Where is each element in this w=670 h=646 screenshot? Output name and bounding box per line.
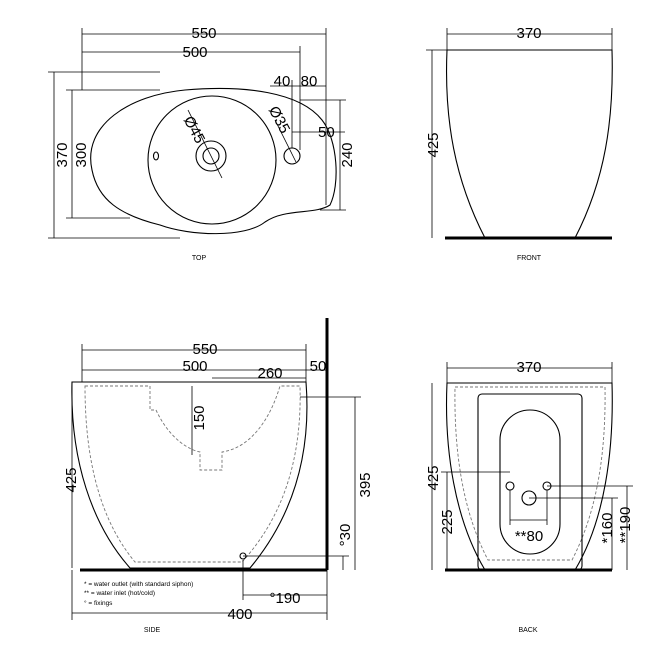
side-dim-150: 150 xyxy=(191,405,208,430)
side-view: 550 500 50 260 150 395 °30 °190 425 400 … xyxy=(63,318,374,634)
top-dim-40: 40 xyxy=(274,73,291,90)
side-dim-500: 500 xyxy=(182,358,207,375)
top-view: 550 500 40 80 50 370 300 240 Ø45 Ø35 TOP xyxy=(48,25,356,262)
side-note-2: ° = fixings xyxy=(84,599,113,607)
back-dim-225: 225 xyxy=(439,509,456,534)
top-dim-550: 550 xyxy=(191,25,216,42)
back-dim-370: 370 xyxy=(516,359,541,376)
front-view: 370 425 FRONT xyxy=(425,25,613,262)
back-dim-425: 425 xyxy=(425,465,442,490)
side-inner-dashed xyxy=(84,385,301,563)
back-inlet-left xyxy=(505,481,515,491)
side-dim-550: 550 xyxy=(192,341,217,358)
back-dim-190: **190 xyxy=(617,507,634,544)
back-recess xyxy=(499,409,561,555)
back-view: 370 425 225 **80 *160 **190 BACK xyxy=(425,359,634,634)
drain-inner xyxy=(202,147,220,165)
tap-hole xyxy=(283,147,301,165)
front-body-outline xyxy=(446,49,613,239)
side-dim-395: 395 xyxy=(357,472,374,497)
front-dim-425: 425 xyxy=(425,132,442,157)
side-body-outline xyxy=(71,381,308,569)
back-dim-160: *160 xyxy=(599,513,616,544)
side-note-0: * = water outlet (with standard siphon) xyxy=(84,581,193,588)
side-dim-260: 260 xyxy=(257,365,282,382)
back-dim-80: **80 xyxy=(515,528,543,545)
side-dim-425: 425 xyxy=(63,467,80,492)
front-view-label: FRONT xyxy=(517,255,542,262)
overflow-hole xyxy=(152,151,160,161)
top-dim-300: 300 xyxy=(73,142,90,167)
top-dim-80: 80 xyxy=(301,73,318,90)
side-view-label: SIDE xyxy=(144,627,161,634)
side-note-1: ** = water inlet (hot/cold) xyxy=(84,590,155,597)
top-dim-240: 240 xyxy=(339,142,356,167)
side-dim-50: 50 xyxy=(310,358,327,375)
drain-outer xyxy=(195,140,227,172)
back-inner-dashed xyxy=(454,386,606,561)
top-dim-500: 500 xyxy=(182,44,207,61)
top-basin-outline xyxy=(90,88,337,235)
top-dim-370: 370 xyxy=(54,142,71,167)
top-view-label: TOP xyxy=(192,255,207,262)
top-bowl-outline xyxy=(147,95,277,225)
back-view-label: BACK xyxy=(518,627,537,634)
front-dim-370: 370 xyxy=(516,25,541,42)
side-dim-190: °190 xyxy=(269,590,300,607)
top-dim-50: 50 xyxy=(318,124,335,141)
side-dim-30: °30 xyxy=(337,524,354,547)
side-dim-400: 400 xyxy=(227,606,252,623)
